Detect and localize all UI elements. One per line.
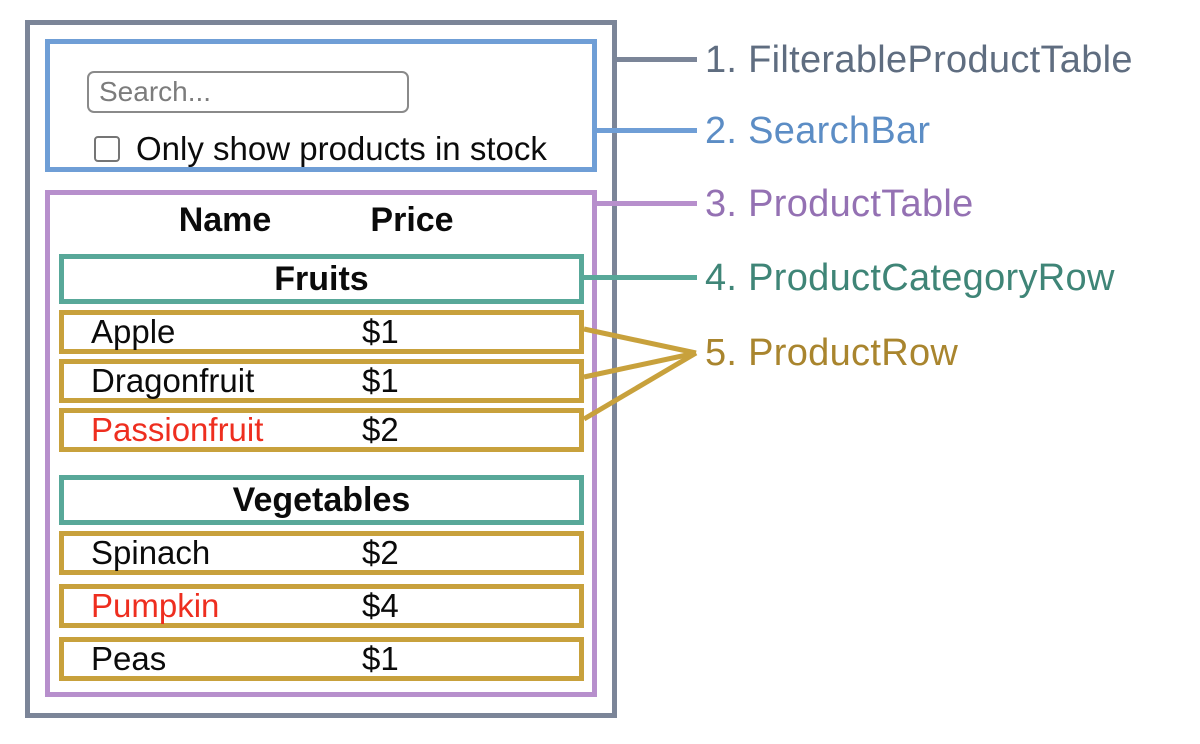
filterable-product-table-box: Only show products in stock Name Price F… xyxy=(25,20,617,718)
connector-search-bar xyxy=(592,128,697,133)
product-name-out-of-stock: Passionfruit xyxy=(91,411,264,448)
legend-filterable-product-table: 1. FilterableProductTable xyxy=(705,39,1133,81)
product-name: Spinach xyxy=(91,534,211,571)
category-label: Fruits xyxy=(274,259,369,298)
product-name: Apple xyxy=(91,313,176,350)
product-price: $1 xyxy=(362,362,399,399)
product-row-apple: Apple $1 xyxy=(59,310,584,354)
product-row-dragonfruit: Dragonfruit $1 xyxy=(59,359,584,403)
product-name: Dragonfruit xyxy=(91,362,255,399)
product-row-spinach: Spinach $2 xyxy=(59,531,584,575)
product-name: Peas xyxy=(91,640,167,677)
in-stock-checkbox-label: Only show products in stock xyxy=(136,130,547,167)
column-header-name: Name xyxy=(178,201,272,239)
legend-search-bar: 2. SearchBar xyxy=(705,110,931,152)
legend-product-category-row: 4. ProductCategoryRow xyxy=(705,257,1115,299)
product-price: $2 xyxy=(362,411,399,448)
product-row-pumpkin: Pumpkin $4 xyxy=(59,584,584,628)
category-label: Vegetables xyxy=(232,480,411,519)
search-input[interactable] xyxy=(87,71,409,113)
in-stock-filter-row: Only show products in stock xyxy=(94,130,547,167)
product-name-out-of-stock: Pumpkin xyxy=(91,587,220,624)
product-price: $1 xyxy=(362,640,399,677)
legend-product-row: 5. ProductRow xyxy=(705,332,959,374)
product-price: $2 xyxy=(362,534,399,571)
category-row-vegetables: Vegetables xyxy=(59,475,584,525)
column-header-price: Price xyxy=(370,201,454,239)
connector-product-table xyxy=(592,201,697,206)
product-price: $4 xyxy=(362,587,399,624)
connector-filterable-product-table xyxy=(613,57,697,62)
product-price: $1 xyxy=(362,313,399,350)
product-row-passionfruit: Passionfruit $2 xyxy=(59,408,584,452)
connector-product-category-row xyxy=(579,275,697,280)
category-row-fruits: Fruits xyxy=(59,254,584,304)
product-table-box: Name Price Fruits Apple $1 Dragonfruit $… xyxy=(45,190,597,697)
search-bar-box: Only show products in stock xyxy=(45,39,597,172)
product-row-peas: Peas $1 xyxy=(59,637,584,681)
in-stock-checkbox[interactable] xyxy=(94,136,120,162)
legend-product-table: 3. ProductTable xyxy=(705,183,974,225)
